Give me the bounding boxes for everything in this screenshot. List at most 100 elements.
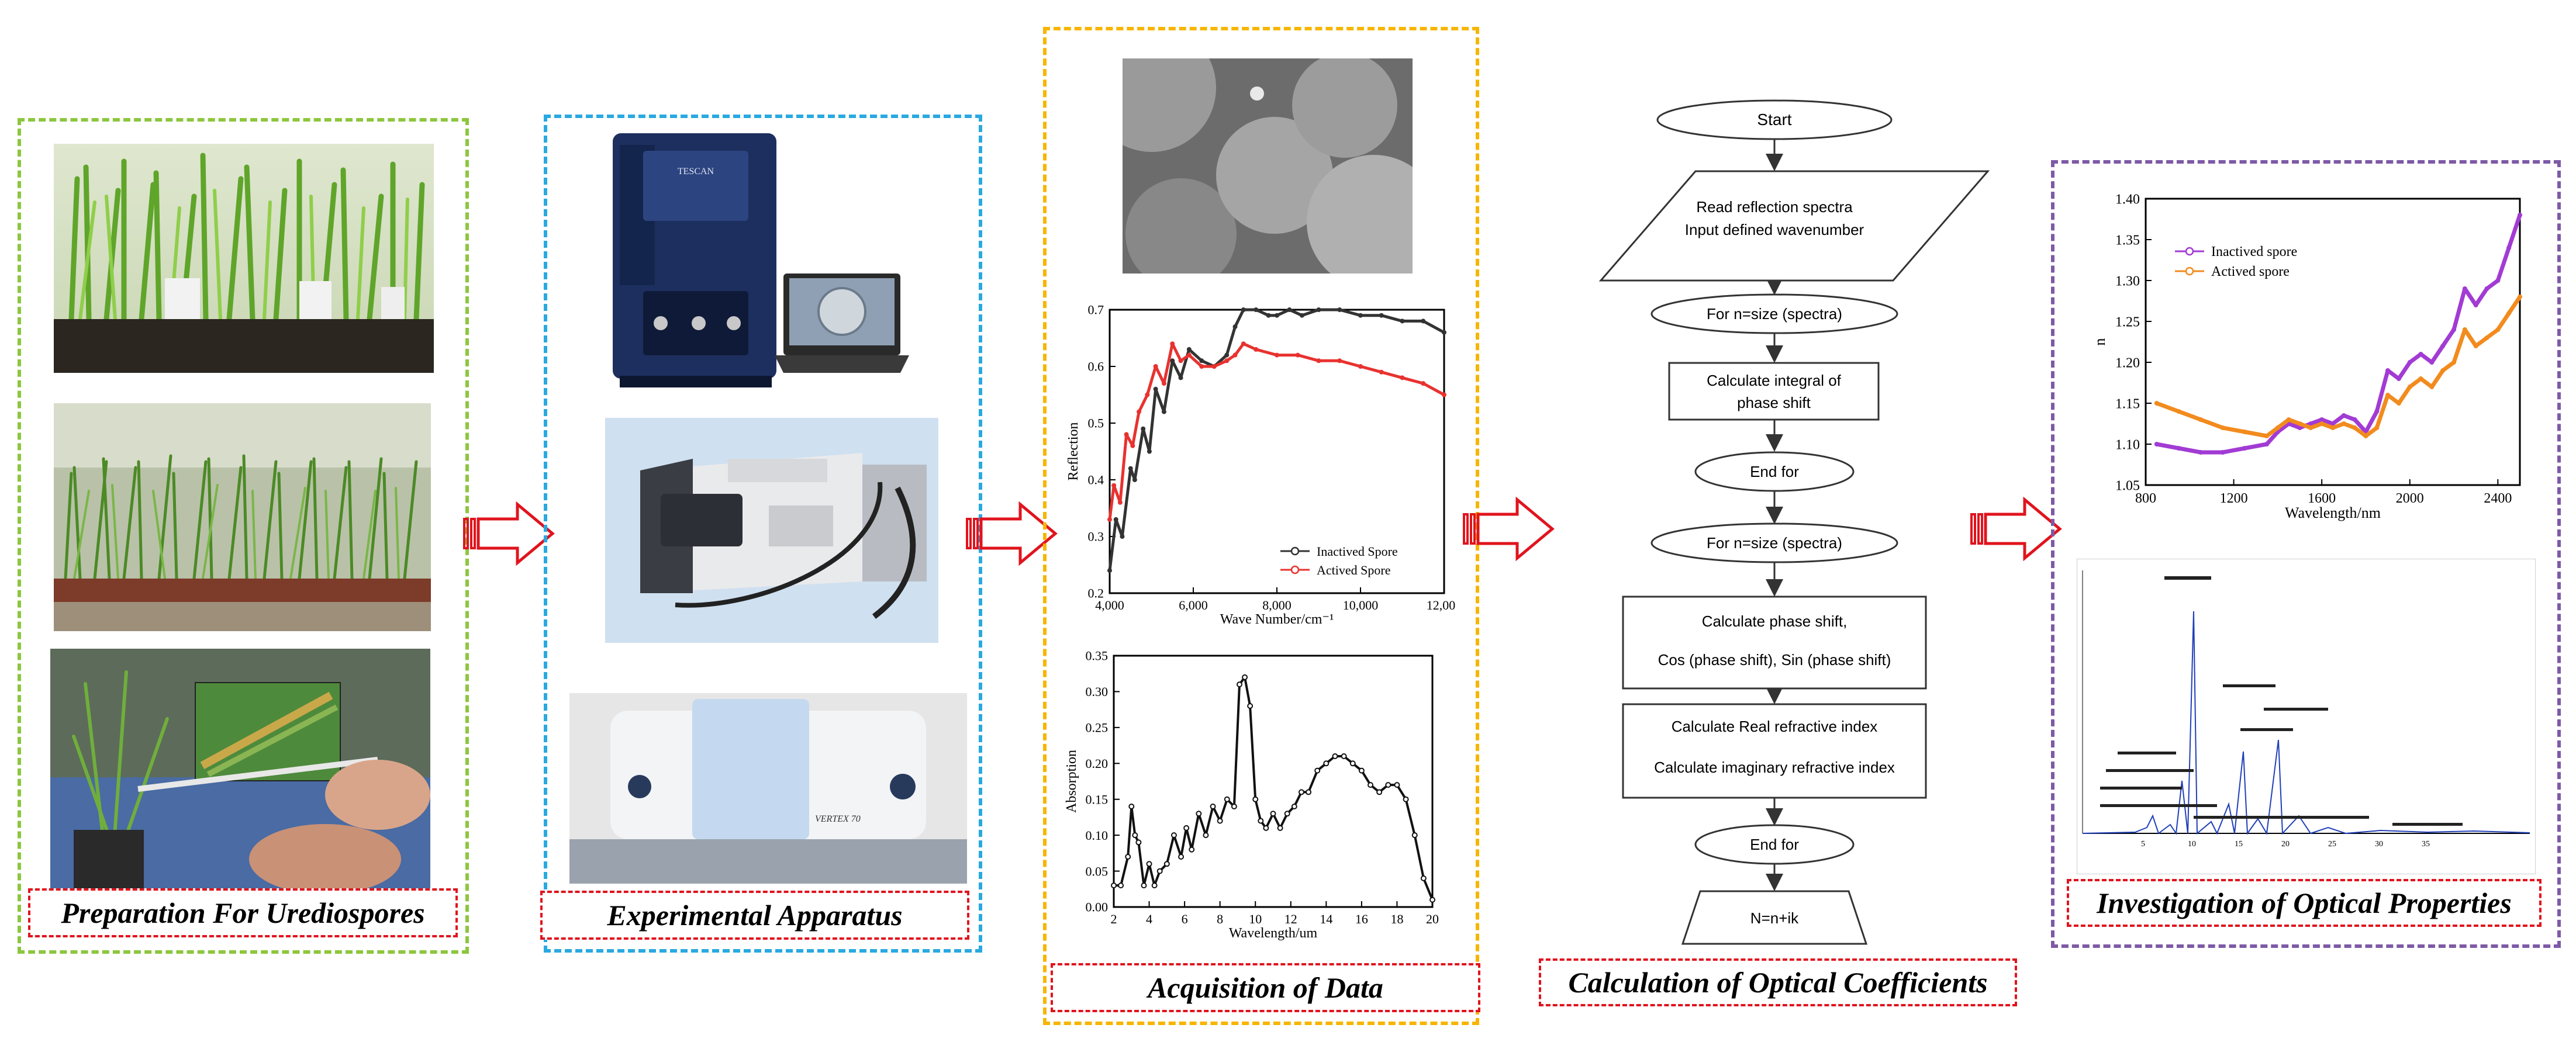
data-point [2506,311,2512,316]
data-point [1442,392,1446,397]
data-point [1358,364,1363,369]
data-point [2451,327,2457,332]
loop-2-node [1650,522,1898,563]
x-tick-label: 10,000 [1343,598,1379,612]
data-point [1178,375,1183,380]
data-point [2264,442,2270,446]
data-point [1332,753,1338,759]
x-tick-label: 800 [2135,491,2156,506]
flow-arrow-4 [1969,496,2063,562]
data-point [1368,782,1374,788]
data-point [1358,313,1363,318]
data-point [2264,434,2270,438]
data-point [2484,286,2489,291]
data-point [1111,882,1117,889]
data-point [2374,425,2380,430]
data-point [2495,278,2501,283]
data-point [2341,421,2346,426]
reflection-chart: 4,0006,0008,00010,00012,0000.20.30.40.50… [1066,303,1456,627]
wheat-seedlings-photo [54,144,434,373]
data-point [2308,421,2313,426]
phase-shift-node [1622,596,1927,690]
data-point [2385,393,2391,397]
data-point [2418,376,2423,381]
wheat-tray-photo [54,403,431,631]
x-tick-label: 1200 [2220,491,2248,506]
legend-marker-2 [2185,266,2194,276]
data-point [1316,358,1321,364]
y-tick-label: 0.3 [1088,529,1104,544]
data-point [1241,307,1246,312]
data-point [1196,811,1202,817]
data-point [1203,832,1209,839]
real-index-label: Calculate Real refractive index [1672,718,1878,735]
data-point [1291,804,1297,809]
data-point [1153,386,1158,392]
data-point [1247,703,1254,709]
data-point [1217,818,1223,824]
data-point [1385,782,1391,788]
data-point [1429,896,1435,903]
data-point [2506,245,2512,250]
data-point [1314,767,1321,774]
data-point [1376,789,1383,795]
legend-marker-1 [1290,546,1300,556]
data-point [2330,425,2335,430]
x-tick-label: 8 [1217,912,1223,926]
data-point [1299,313,1304,318]
data-point [1128,466,1133,471]
output-label: N=n+ik [1750,909,1799,927]
data-point [1316,307,1321,312]
svg-text:5: 5 [2141,840,2145,849]
svg-text:35: 35 [2422,840,2430,849]
loop-1-node [1650,293,1898,334]
investigation-caption: Investigation of Optical Properties [2067,879,2542,927]
data-point [2198,450,2204,455]
data-point [1161,381,1166,386]
y-tick-label: 0.20 [1086,756,1109,771]
data-point [1254,347,1259,352]
flow-arrow-1-icon [463,501,555,566]
data-point [1394,782,1400,788]
input-wavenumber-label: Input defined wavenumber [1685,221,1864,238]
x-tick-label: 2 [1111,912,1117,926]
data-point [2341,413,2346,418]
data-point [1178,854,1185,860]
flow-arrow-3-icon [1463,496,1555,562]
data-point [2385,368,2391,373]
data-point [1128,804,1135,809]
data-point [1183,825,1190,831]
data-point [2176,409,2181,414]
data-point [1224,796,1230,802]
svg-text:30: 30 [2375,840,2383,849]
data-point [2429,360,2435,365]
legend-label-2: Actived Spore [1317,563,1390,577]
data-point [2330,421,2335,426]
svg-text:10: 10 [2188,840,2196,849]
y-tick-label: 0.10 [1086,828,1109,843]
data-point [1258,818,1264,824]
data-point [1236,681,1242,688]
end-for-1-node [1694,451,1855,492]
flow-arrow-2 [965,501,1058,566]
data-point [1323,760,1330,767]
data-point [1379,369,1384,375]
data-point [1145,392,1150,397]
svg-text:25: 25 [2328,840,2336,849]
data-point [1107,517,1112,522]
y-axis-label: Absorption [1064,750,1079,813]
data-point [1420,875,1427,881]
integral-label-1: Calculate integral of [1707,372,1842,389]
y-tick-label: 0.6 [1088,359,1104,374]
data-point [2308,425,2313,430]
loop-1-label: For n=size (spectra) [1707,305,1842,323]
microscope-photo: TESCAN [596,127,912,393]
x-axis-label: Wave Number/cm⁻¹ [1220,612,1334,627]
y-tick-label: 1.20 [2115,355,2140,371]
x-tick-label: 2000 [2396,491,2424,506]
data-point [1400,319,1405,324]
data-point [2198,417,2204,422]
data-point [2418,352,2423,356]
